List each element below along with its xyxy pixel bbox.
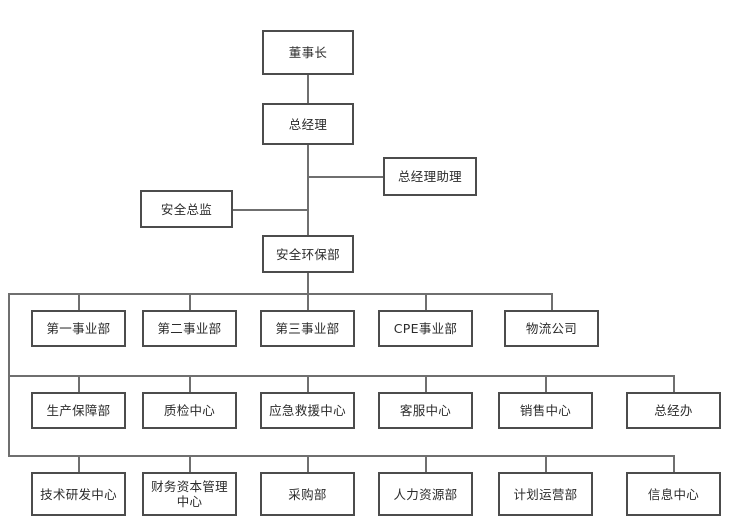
bus-line-support-centers [8, 375, 675, 377]
drop-logistics [551, 293, 553, 311]
connector-gm-to-assistant [307, 176, 384, 178]
node-safety-env-dept[interactable]: 安全环保部 [262, 235, 354, 273]
node-bu3[interactable]: 第三事业部 [260, 310, 355, 347]
node-hr-dept[interactable]: 人力资源部 [378, 472, 473, 516]
drop-hr-dept [425, 455, 427, 473]
node-emergency-rescue-label: 应急救援中心 [269, 403, 346, 418]
node-procurement-label: 采购部 [288, 486, 327, 502]
node-gm-office[interactable]: 总经办 [626, 392, 721, 429]
node-bu2[interactable]: 第二事业部 [142, 310, 237, 347]
node-rnd-center-label: 技术研发中心 [40, 486, 117, 502]
drop-finance-capital [189, 455, 191, 473]
drop-information-center [673, 455, 675, 473]
node-sales-center[interactable]: 销售中心 [498, 392, 593, 429]
node-safety-director[interactable]: 安全总监 [140, 190, 233, 228]
node-customer-service[interactable]: 客服中心 [378, 392, 473, 429]
drop-procurement [307, 455, 309, 473]
node-gm-assistant-label: 总经理助理 [397, 169, 462, 184]
node-general-manager[interactable]: 总经理 [262, 103, 354, 145]
drop-quality-center [189, 375, 191, 393]
drop-emergency-rescue [307, 375, 309, 393]
node-logistics[interactable]: 物流公司 [504, 310, 599, 347]
drop-gm-office [673, 375, 675, 393]
node-bu1-label: 第一事业部 [46, 321, 111, 336]
drop-sales-center [545, 375, 547, 393]
left-spine [8, 293, 10, 457]
node-hr-dept-label: 人力资源部 [393, 486, 458, 502]
node-quality-center-label: 质检中心 [163, 403, 216, 418]
drop-rnd-center [78, 455, 80, 473]
node-production-support-label: 生产保障部 [46, 403, 111, 418]
node-finance-capital-label: 财务资本管理中心 [151, 479, 228, 509]
node-quality-center[interactable]: 质检中心 [142, 392, 237, 429]
node-logistics-label: 物流公司 [525, 321, 578, 336]
node-finance-capital[interactable]: 财务资本管理中心 [142, 472, 237, 516]
drop-planning-ops [545, 455, 547, 473]
node-planning-ops[interactable]: 计划运营部 [498, 472, 593, 516]
node-bu1[interactable]: 第一事业部 [31, 310, 126, 347]
connector-chairman-to-gm [307, 74, 309, 103]
node-procurement[interactable]: 采购部 [260, 472, 355, 516]
node-rnd-center[interactable]: 技术研发中心 [31, 472, 126, 516]
node-general-manager-label: 总经理 [288, 116, 328, 132]
bus-line-functional-departments [8, 455, 675, 457]
node-sales-center-label: 销售中心 [519, 403, 572, 418]
connector-gm-to-safety-director [232, 209, 308, 211]
node-gm-assistant[interactable]: 总经理助理 [383, 157, 477, 196]
node-planning-ops-label: 计划运营部 [513, 486, 578, 502]
node-production-support[interactable]: 生产保障部 [31, 392, 126, 429]
node-bu3-label: 第三事业部 [275, 321, 340, 336]
node-information-center-label: 信息中心 [647, 486, 700, 502]
drop-bu2 [189, 293, 191, 311]
node-customer-service-label: 客服中心 [399, 403, 452, 418]
node-information-center[interactable]: 信息中心 [626, 472, 721, 516]
node-bu-cpe-label: CPE事业部 [393, 321, 458, 336]
bus-line-business-units [8, 293, 553, 295]
node-chairman-label: 董事长 [288, 45, 328, 60]
drop-bu-cpe [425, 293, 427, 311]
connector-safetyenv-to-bus1 [307, 272, 309, 294]
node-safety-env-dept-label: 安全环保部 [275, 246, 340, 262]
drop-production-support [78, 375, 80, 393]
node-gm-office-label: 总经办 [654, 403, 693, 418]
drop-bu3 [307, 293, 309, 311]
node-bu2-label: 第二事业部 [157, 321, 222, 336]
node-safety-director-label: 安全总监 [160, 201, 213, 217]
connector-gm-spine [307, 144, 309, 241]
drop-customer-service [425, 375, 427, 393]
drop-bu1 [78, 293, 80, 311]
node-bu-cpe[interactable]: CPE事业部 [378, 310, 473, 347]
node-emergency-rescue[interactable]: 应急救援中心 [260, 392, 355, 429]
node-chairman[interactable]: 董事长 [262, 30, 354, 75]
